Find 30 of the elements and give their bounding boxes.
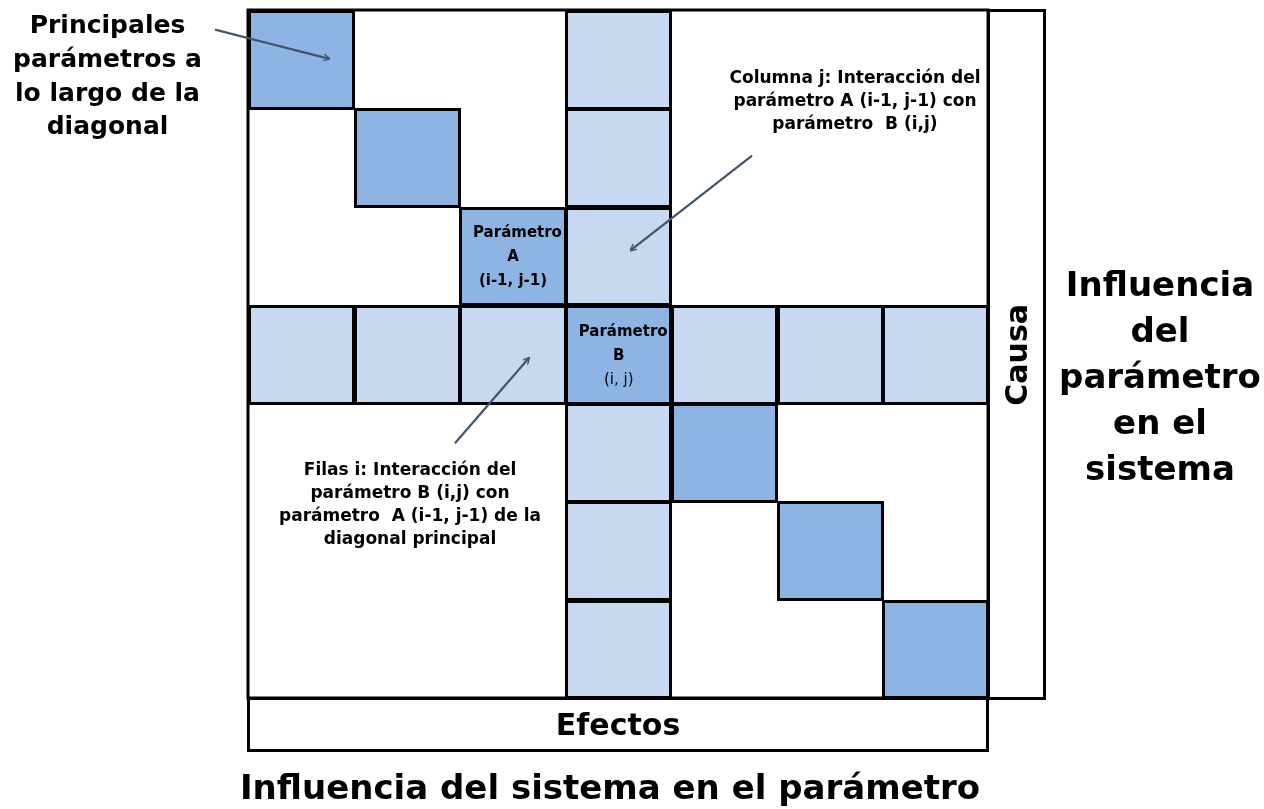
matrix-cell [459, 304, 567, 405]
matrix-cell [670, 304, 779, 405]
matrix-cell [776, 501, 884, 602]
matrix-cell [353, 108, 461, 209]
cell-index: (i, j) [602, 368, 635, 390]
matrix-cell [776, 304, 884, 405]
matrix-cell [565, 403, 673, 503]
matrix-cell [565, 10, 673, 110]
leader-arrow [214, 28, 331, 62]
leader-arrow [629, 154, 753, 252]
annotation-text: Filas i: Interacción del parámetro B (i,j) con parámetro A (i-1, j-1) de la diagonal principal [265, 458, 555, 550]
matrix-cell [882, 599, 990, 700]
annotation-text: Columna j: Interacción del parámetro A (i-1, j-1) con parámetro B (i,j) [712, 66, 998, 135]
matrix-cell [565, 501, 673, 602]
matrix-cell [670, 403, 779, 503]
annotation-text: Principales parámetros a lo largo de la diagonal [0, 8, 215, 143]
axis-caption: Causa [999, 303, 1034, 406]
bottom-band: Efectos [247, 697, 989, 752]
matrix-cell [565, 108, 673, 209]
cell-index: (i-1, j-1) [477, 270, 549, 292]
matrix-cell [565, 599, 673, 700]
matrix-cell [248, 304, 356, 405]
leader-arrow [454, 356, 531, 445]
side-band [987, 9, 1046, 700]
matrix-cell [353, 304, 461, 405]
axis-title: Influencia del parámetro en el sistema [1058, 263, 1262, 490]
matrix-cell [248, 10, 356, 110]
axis-title: Influencia del sistema en el parámetro [238, 766, 982, 809]
matrix-cell [565, 206, 673, 307]
matrix-cell [882, 304, 990, 405]
